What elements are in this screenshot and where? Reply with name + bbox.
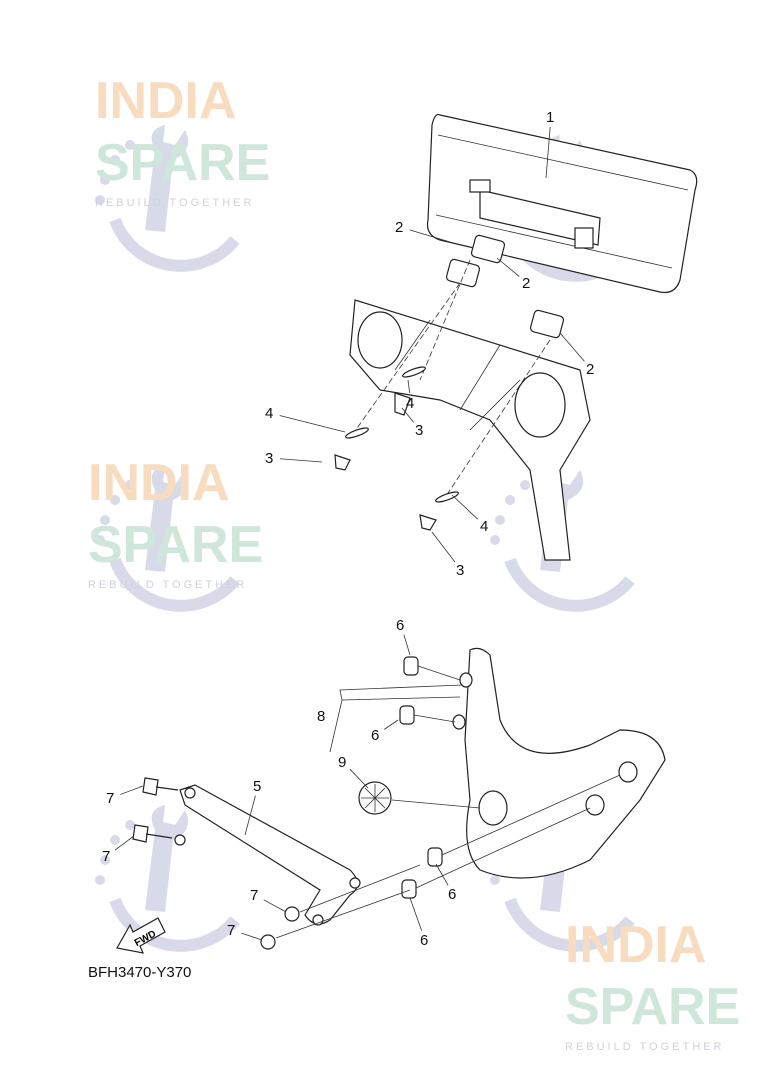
callout-8: 8 bbox=[317, 708, 325, 725]
callout-7: 7 bbox=[250, 887, 258, 904]
meter-bracket bbox=[349, 299, 591, 561]
stay-bracket bbox=[174, 784, 361, 926]
leader-line bbox=[496, 257, 520, 277]
leader-line bbox=[279, 415, 346, 433]
screws-washers-top bbox=[334, 259, 551, 531]
leader-line bbox=[279, 458, 323, 463]
collars bbox=[399, 656, 621, 899]
callout-6: 6 bbox=[371, 727, 379, 744]
diagram-code: BFH3470-Y370 bbox=[88, 964, 192, 981]
leader-line bbox=[263, 899, 287, 913]
watermark-text: SPARE bbox=[88, 516, 263, 574]
watermark-text: REBUILD TOGETHER bbox=[95, 197, 254, 209]
callout-1: 1 bbox=[546, 109, 554, 126]
watermark-text: REBUILD TOGETHER bbox=[88, 579, 247, 591]
callout-7: 7 bbox=[227, 922, 235, 939]
leader-line bbox=[407, 379, 411, 394]
leader-line bbox=[403, 634, 411, 656]
watermark-text: INDIA bbox=[565, 916, 707, 974]
callout-6: 6 bbox=[396, 617, 404, 634]
callout-3: 3 bbox=[415, 422, 423, 439]
watermark-text: INDIA bbox=[88, 454, 230, 512]
leader-line bbox=[120, 785, 144, 795]
callout-5: 5 bbox=[253, 778, 261, 795]
leader-line bbox=[114, 835, 135, 851]
leader-line bbox=[349, 768, 369, 789]
callout-4: 4 bbox=[480, 518, 488, 535]
watermark-logo-icon bbox=[95, 805, 235, 946]
callout-2: 2 bbox=[395, 219, 403, 236]
leader-line bbox=[384, 719, 399, 730]
leader-line bbox=[435, 863, 449, 886]
callout-2: 2 bbox=[522, 275, 530, 292]
leader-line bbox=[241, 932, 263, 941]
callout-3: 3 bbox=[456, 562, 464, 579]
watermark-text: SPARE bbox=[95, 134, 270, 192]
leader-line bbox=[409, 897, 423, 931]
leader-line bbox=[409, 229, 451, 243]
leader-line bbox=[545, 126, 551, 179]
callout-2: 2 bbox=[586, 361, 594, 378]
callout-6: 6 bbox=[448, 886, 456, 903]
leader-line bbox=[431, 531, 456, 563]
leader-line bbox=[401, 407, 414, 423]
emblem-9 bbox=[358, 781, 481, 815]
callout-7: 7 bbox=[106, 790, 114, 807]
callout-4: 4 bbox=[406, 395, 414, 412]
watermark-text: SPARE bbox=[565, 978, 740, 1036]
leader-line bbox=[451, 494, 478, 520]
watermark-text: INDIA bbox=[95, 72, 237, 130]
leader-line bbox=[559, 332, 585, 362]
bolts bbox=[132, 777, 421, 950]
callout-4: 4 bbox=[265, 405, 273, 422]
watermark-text: REBUILD TOGETHER bbox=[565, 1041, 724, 1053]
callout-9: 9 bbox=[338, 754, 346, 771]
leader-line bbox=[244, 795, 256, 836]
damper-grommets bbox=[445, 234, 565, 339]
side-cover-panel bbox=[452, 647, 666, 879]
callout-6: 6 bbox=[420, 932, 428, 949]
callout-3: 3 bbox=[265, 450, 273, 467]
leader-line-8 bbox=[329, 684, 463, 753]
callout-7: 7 bbox=[102, 848, 110, 865]
